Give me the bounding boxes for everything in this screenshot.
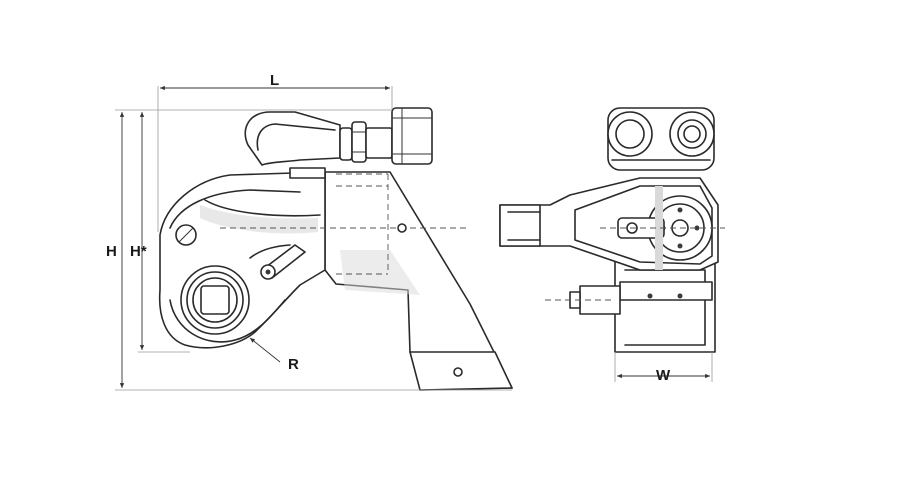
front-drive: [600, 186, 725, 270]
front-couplers: [607, 107, 715, 171]
pawl-lever: [260, 244, 306, 280]
dimension-H-star: [138, 112, 190, 353]
adjustment-screw: [175, 224, 197, 246]
dimension-label-L: L: [270, 72, 280, 89]
dimension-W: [614, 352, 713, 382]
dimension-label-W: W: [656, 367, 671, 384]
reaction-foot: [324, 171, 513, 391]
hex-drive-ring: [180, 265, 250, 335]
dimension-label-R: R: [288, 356, 299, 373]
front-view: [499, 107, 725, 382]
dimension-H: [115, 109, 512, 391]
side-view: [115, 85, 513, 391]
dimension-R: [249, 337, 281, 363]
dimension-label-H: H: [106, 243, 117, 260]
swivel-fitting: [244, 107, 433, 179]
dimension-label-H-star: H*: [130, 243, 147, 260]
pivot-pin: [397, 223, 407, 233]
front-body: [545, 259, 716, 353]
